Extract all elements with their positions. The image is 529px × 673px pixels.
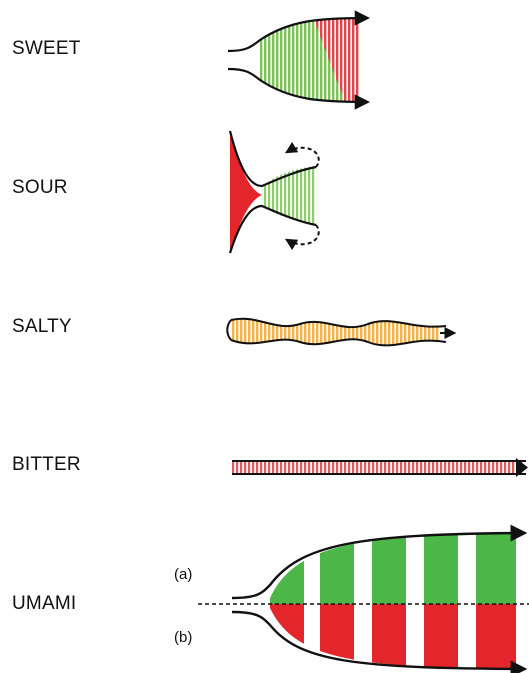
sour-shape <box>230 131 319 253</box>
bitter-shape <box>232 458 528 477</box>
umami-shape <box>198 530 529 673</box>
salty-shape <box>227 308 454 358</box>
sweet-shape <box>228 10 367 110</box>
